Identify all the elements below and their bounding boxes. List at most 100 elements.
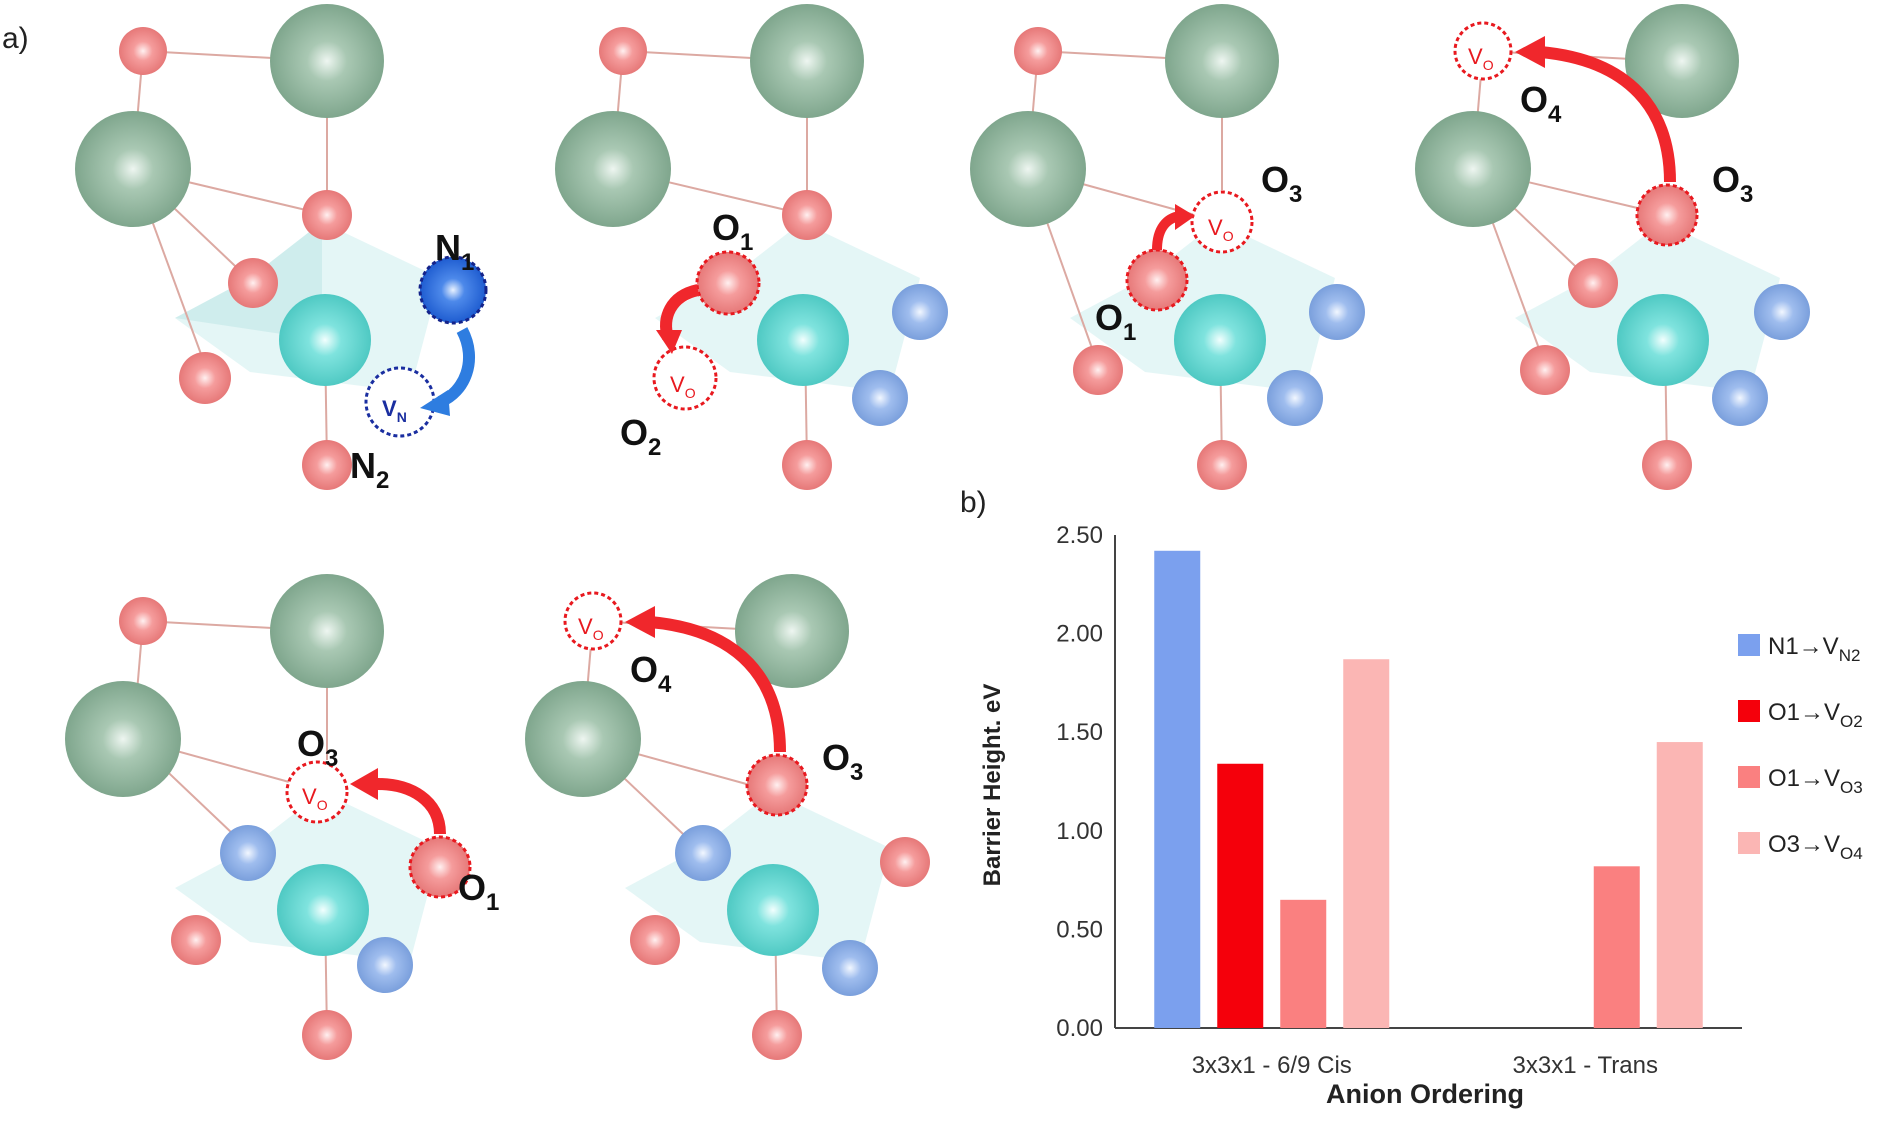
x-tick-label: 3x3x1 - 6/9 Cis	[1192, 1052, 1352, 1079]
metal-atom-large	[270, 574, 384, 688]
vacancy-label: VO	[578, 614, 604, 643]
vacancy-label: VO	[1208, 215, 1234, 244]
nitrogen-atom	[357, 937, 413, 993]
y-tick-label: 2.00	[1056, 621, 1103, 648]
atom-label-o3: O3	[822, 737, 863, 786]
metal-atom-large	[1625, 4, 1739, 118]
oxygen-vacancy	[563, 591, 623, 651]
oxygen-atom	[119, 27, 167, 75]
legend-swatch	[1738, 700, 1760, 722]
barrier-height-chart: 0.000.501.001.502.002.50 3x3x1 - 6/9 Cis…	[979, 522, 1863, 1109]
nitrogen-atom	[220, 825, 276, 881]
oxygen-atom	[1520, 345, 1570, 395]
oxygen-vacancy	[652, 345, 718, 411]
metal-atom-center	[727, 864, 819, 956]
arrowhead-o	[625, 606, 655, 638]
nitrogen-atom-active	[418, 255, 488, 325]
atom-label-n1: N1	[435, 227, 474, 276]
y-tick-label: 0.00	[1056, 1015, 1103, 1042]
legend-label-main: O1→V	[1768, 765, 1840, 792]
y-tick-labels: 0.000.501.001.502.002.50	[1056, 522, 1103, 1042]
oxygen-atom-active	[408, 835, 472, 899]
metal-atom-large	[555, 111, 671, 227]
oxygen-vacancy	[1190, 190, 1254, 254]
legend-label-sub: O3	[1840, 778, 1863, 797]
structure-panel-5: VO O3 O1	[65, 574, 499, 1060]
legend-label: N1→VN2	[1768, 633, 1860, 665]
oxygen-atom	[599, 27, 647, 75]
metal-atom-large	[750, 4, 864, 118]
x-axis-label: Anion Ordering	[1326, 1079, 1524, 1109]
oxygen-atom	[752, 1010, 802, 1060]
oxygen-atom	[179, 352, 231, 404]
legend-label-main: O1→V	[1768, 699, 1840, 726]
metal-atom-large	[735, 574, 849, 688]
oxygen-atom	[1568, 258, 1618, 308]
nitrogen-vacancy	[364, 366, 436, 438]
oxygen-atom	[1197, 440, 1247, 490]
oxygen-atom	[782, 440, 832, 490]
atom-label-o3: O3	[297, 723, 338, 772]
oxygen-atom-active	[1125, 248, 1189, 312]
oxygen-atom	[1073, 345, 1123, 395]
metal-atom-center	[279, 294, 371, 386]
oxygen-atom-active	[1635, 183, 1699, 247]
arrowhead-n	[420, 390, 450, 416]
oxygen-atom	[782, 190, 832, 240]
legend-label: O3→VO4	[1768, 831, 1863, 863]
vacancy-label: VO	[302, 784, 328, 813]
bar-1-1	[1154, 550, 1201, 1028]
oxygen-atom	[1642, 440, 1692, 490]
oxygen-atom	[880, 837, 930, 887]
metal-atom-large	[75, 111, 191, 227]
arrowhead-o	[656, 330, 682, 354]
nitrogen-atom	[675, 825, 731, 881]
vacancy-label: VO	[670, 372, 696, 401]
metal-atom-large	[1415, 111, 1531, 227]
structure-panel-6: VO O4 O3	[525, 574, 930, 1060]
nitrogen-atom	[822, 940, 878, 996]
y-tick-label: 1.50	[1056, 719, 1103, 746]
nitrogen-atom	[1309, 284, 1365, 340]
oxygen-atom	[1014, 27, 1062, 75]
arrowhead-o	[1515, 36, 1545, 68]
legend-swatch	[1738, 832, 1760, 854]
oxygen-atom-active	[695, 250, 761, 316]
atom-label-o4: O4	[630, 649, 672, 698]
arrowhead-o	[1175, 204, 1195, 230]
arrowhead-o	[350, 768, 378, 800]
oxygen-atom	[630, 915, 680, 965]
metal-atom-center	[1174, 294, 1266, 386]
bar-4-2	[1656, 742, 1703, 1028]
oxygen-atom	[302, 190, 352, 240]
atom-label-n2: N2	[350, 445, 389, 494]
bar-3-2	[1593, 866, 1640, 1028]
atom-label-o3: O3	[1712, 159, 1753, 208]
nitrogen-atom	[1754, 284, 1810, 340]
atom-label-o4: O4	[1520, 79, 1562, 128]
legend-label-sub: N2	[1839, 646, 1861, 665]
bar-3-1	[1280, 899, 1327, 1028]
oxygen-atom	[119, 597, 167, 645]
panel-a-label: a)	[2, 22, 29, 55]
nitrogen-atom	[1267, 370, 1323, 426]
legend-label-main: O3→V	[1768, 831, 1840, 858]
bar-2-1	[1217, 763, 1264, 1028]
atom-label-o3: O3	[1261, 159, 1302, 208]
atom-label-o1: O1	[712, 207, 753, 256]
atom-label-o2: O2	[620, 412, 661, 461]
vacancy-label: VN	[382, 396, 407, 425]
nitrogen-atom	[1712, 370, 1768, 426]
bar-marks	[1154, 550, 1703, 1028]
structure-panel-1: VN N1 N2	[75, 4, 488, 494]
metal-atom-large	[65, 681, 181, 797]
migration-arrow-o	[1539, 46, 1676, 183]
oxygen-atom-active	[745, 753, 809, 817]
structure-panel-4: VO O4 O3	[1415, 4, 1810, 490]
y-tick-label: 0.50	[1056, 916, 1103, 943]
oxygen-vacancy	[1453, 21, 1513, 81]
atom-label-o1: O1	[458, 867, 499, 916]
